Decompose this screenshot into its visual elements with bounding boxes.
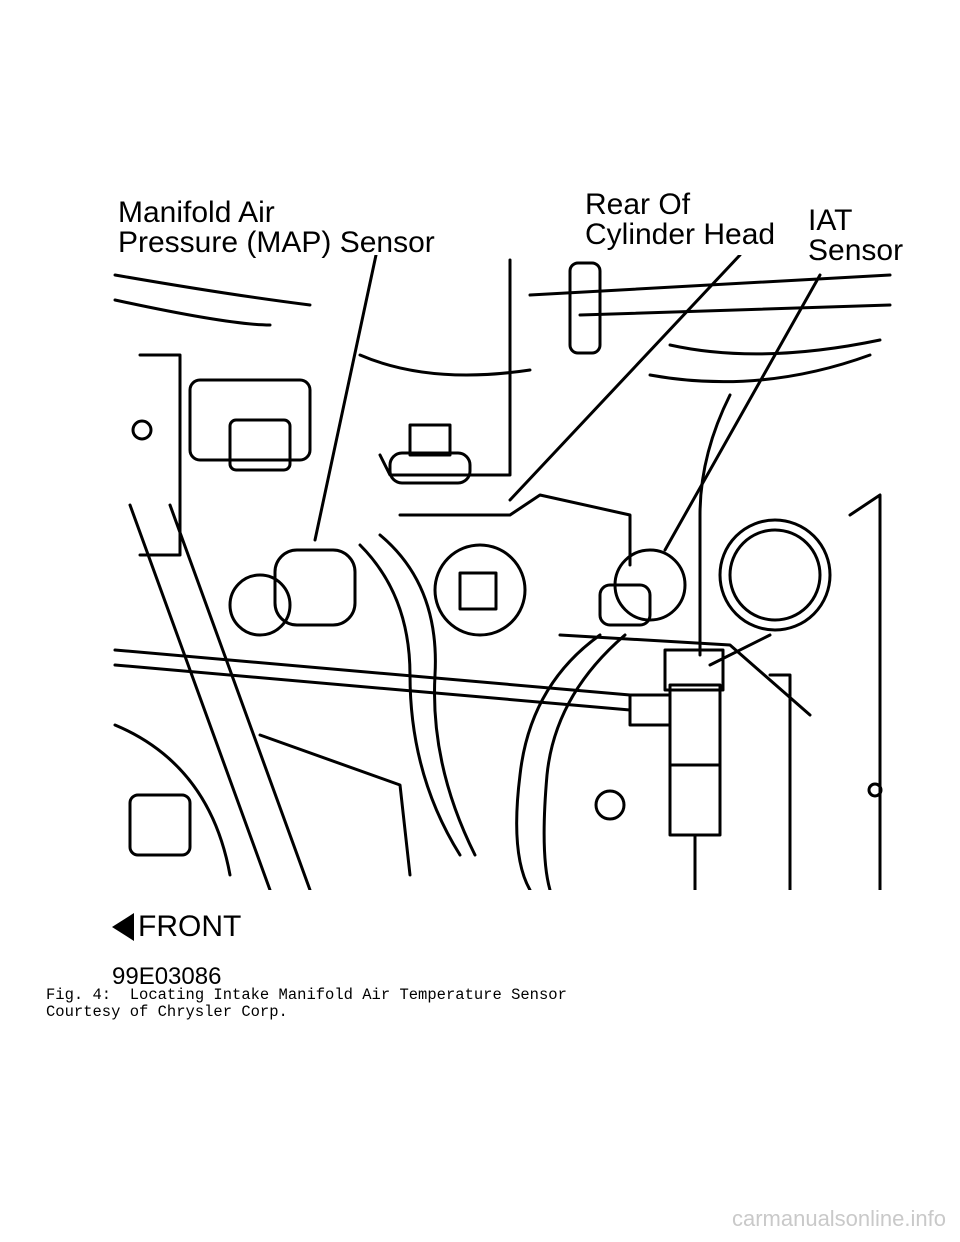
iat-sensor-label: IAT Sensor [808, 204, 904, 267]
engine-illustration [113, 255, 892, 890]
front-label: FRONT [138, 910, 242, 943]
rear-cylinder-head-label: Rear Of Cylinder Head [585, 188, 776, 251]
map-leader-line [313, 255, 378, 542]
figure-credit: Courtesy of Chrysler Corp. [46, 1003, 288, 1021]
iat-leader-line [663, 273, 822, 552]
map-sensor-label: Manifold Air Pressure (MAP) Sensor [118, 196, 435, 259]
rear-leader-line [508, 255, 742, 502]
figure-code: 99E03086 [112, 963, 222, 990]
arrow-left-icon [112, 913, 134, 941]
figure-caption: Fig. 4: Locating Intake Manifold Air Tem… [46, 986, 567, 1004]
front-indicator: FRONT [112, 910, 241, 944]
watermark: carmanualsonline.info [731, 1206, 946, 1231]
